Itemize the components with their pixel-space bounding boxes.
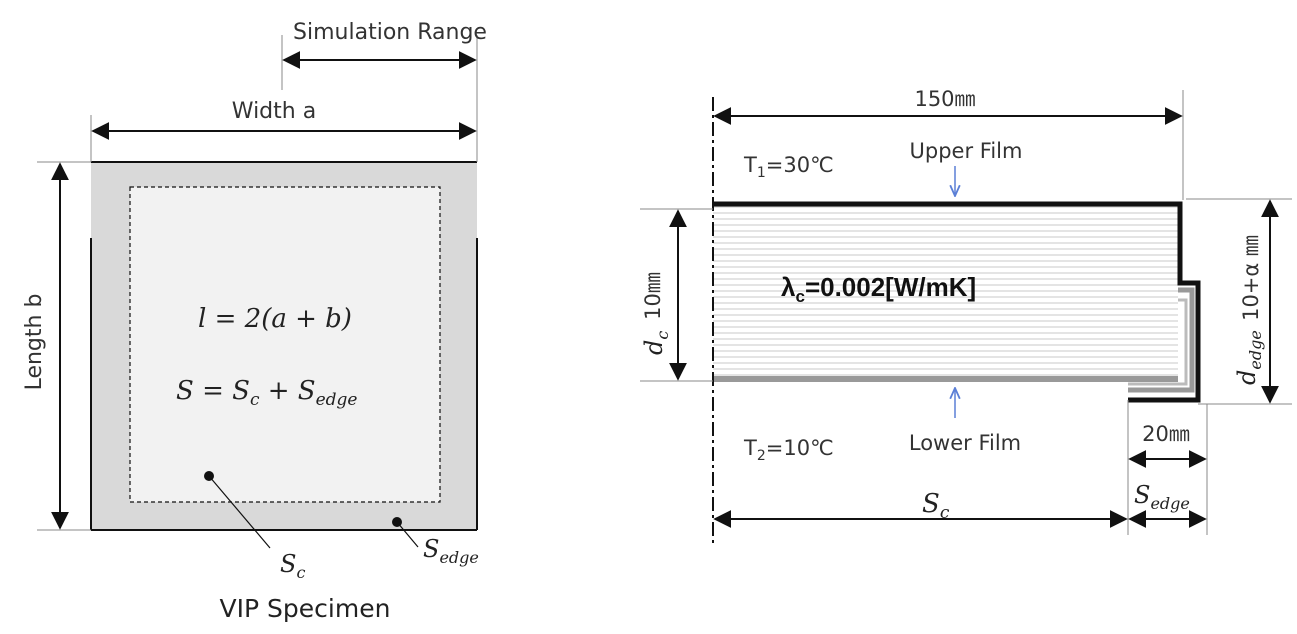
vip-specimen-caption: VIP Specimen [220,594,391,623]
sc-right-label: Sc [922,489,950,523]
perimeter-formula: l = 2(a + b) [198,304,352,334]
t2-label: T2=10℃ [743,436,834,464]
sedge-right-label: Sedge [1134,481,1190,513]
area-formula: S = Sc + Sedge [176,376,358,410]
length-label: Length b [22,294,47,391]
simulation-range-label: Simulation Range [293,20,487,45]
width-label: Width a [232,99,316,124]
upper-film-label: Upper Film [910,139,1023,163]
sedge-label: Sedge [423,535,479,567]
edge-20-label: 20㎜ [1142,422,1190,446]
edge-inner-film-2 [1128,298,1188,386]
dedge-label: dedge [1233,330,1265,385]
sc-leader [208,475,271,549]
core-material [713,205,1178,378]
upper-film [713,201,1201,403]
dedge-value: 10+α ㎜ [1239,235,1263,321]
vip-specimen-diagram: Simulation Range Width a Length b l = 2(… [22,20,487,623]
lambda-label: λc=0.002[W/mK] [781,272,976,306]
dc-value: 10㎜ [641,272,665,320]
dc-label: dc [640,331,672,355]
edge-inner-film [1128,287,1195,393]
sedge-leader [396,521,419,548]
specimen-core-region [129,186,441,503]
sc-label: Sc [280,550,305,582]
lower-film-label: Lower Film [909,431,1021,455]
width-150-label: 150㎜ [914,87,975,111]
t1-label: T1=30℃ [743,153,834,181]
cross-section-diagram: 150㎜ T1=30℃ Upper Film λc=0.002[W/mK] 10… [640,87,1292,545]
